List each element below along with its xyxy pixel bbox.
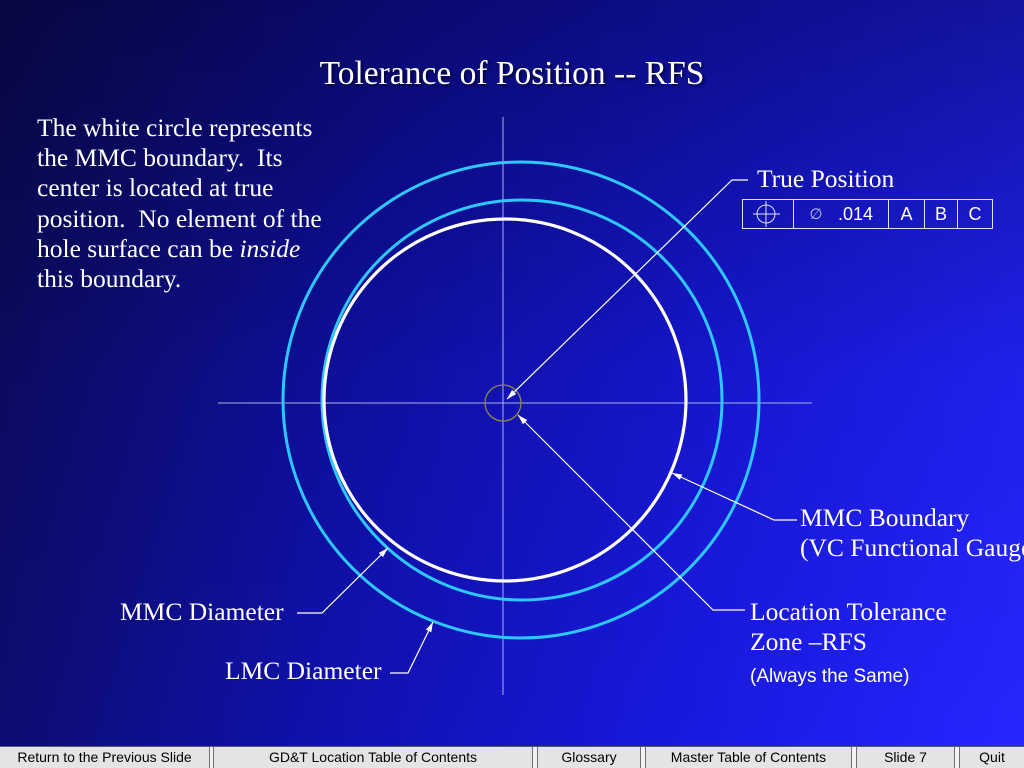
- diameter-symbol: ∅: [809, 205, 823, 223]
- lmc-diameter-leader: [390, 621, 434, 674]
- mmc-boundary-leader: [671, 472, 797, 521]
- mmc-boundary-label-line: MMC Boundary: [800, 503, 970, 532]
- slide-number-indicator: Slide 7: [856, 747, 955, 768]
- mmc-diameter-label: MMC Diameter: [120, 597, 284, 626]
- description-emphasis: inside: [239, 233, 301, 263]
- glossary-button[interactable]: Glossary: [537, 747, 641, 768]
- tolerance-diagram: [218, 117, 812, 695]
- description-line: hole surface can be inside: [37, 234, 337, 264]
- gdt-location-toc-button[interactable]: GD&T Location Table of Contents: [213, 747, 533, 768]
- description-line-text: hole surface can be: [37, 233, 240, 263]
- feature-control-frame: ∅ .014 A B C: [742, 199, 993, 229]
- mmc-diameter-circle: [320, 198, 724, 602]
- navigation-bar: Return to the Previous Slide GD&T Locati…: [0, 746, 1024, 768]
- location-tolerance-note: (Always the Same): [750, 666, 910, 687]
- fcf-tolerance-cell: ∅ .014: [793, 199, 888, 229]
- mmc-boundary-label: MMC Boundary (VC Functional Gauge: [800, 503, 1024, 563]
- description-line: position. No element of the: [37, 203, 322, 233]
- mmc-boundary-label-line: (VC Functional Gauge: [800, 533, 1024, 562]
- mmc-diameter-leader: [297, 547, 389, 614]
- description-line: The white circle represents: [37, 113, 313, 142]
- master-toc-button[interactable]: Master Table of Contents: [645, 747, 852, 768]
- location-tolerance-label-line: Zone –RFS: [750, 627, 867, 656]
- fcf-datum-c: C: [957, 199, 993, 229]
- fcf-datum-a: A: [888, 199, 924, 229]
- location-tolerance-label-line: Location Tolerance: [750, 597, 947, 626]
- fcf-characteristic-cell: [742, 199, 793, 229]
- location-tolerance-zone-circle: [484, 384, 522, 422]
- true-position-label: True Position: [757, 164, 895, 193]
- slide: Tolerance of Position -- RFS The white c…: [0, 0, 1024, 746]
- fcf-datum-b: B: [924, 199, 957, 229]
- location-tolerance-leader: [517, 414, 745, 611]
- description-line: center is located at true: [37, 173, 274, 203]
- true-position-leader: [506, 179, 748, 400]
- mmc-boundary-circle: [322, 217, 688, 583]
- description-text: The white circle represents the MMC boun…: [37, 113, 337, 294]
- position-icon: [753, 201, 780, 227]
- lmc-diameter-circle: [281, 160, 761, 640]
- location-tolerance-zone-label: Location Tolerance Zone –RFS: [750, 597, 947, 657]
- lmc-diameter-label: LMC Diameter: [225, 656, 382, 685]
- description-line: the MMC boundary. Its: [37, 143, 283, 173]
- tolerance-value: .014: [838, 204, 874, 224]
- slide-title: Tolerance of Position -- RFS: [319, 55, 705, 92]
- description-line: this boundary.: [37, 263, 182, 293]
- previous-slide-button[interactable]: Return to the Previous Slide: [0, 747, 210, 768]
- quit-button[interactable]: Quit: [959, 747, 1024, 768]
